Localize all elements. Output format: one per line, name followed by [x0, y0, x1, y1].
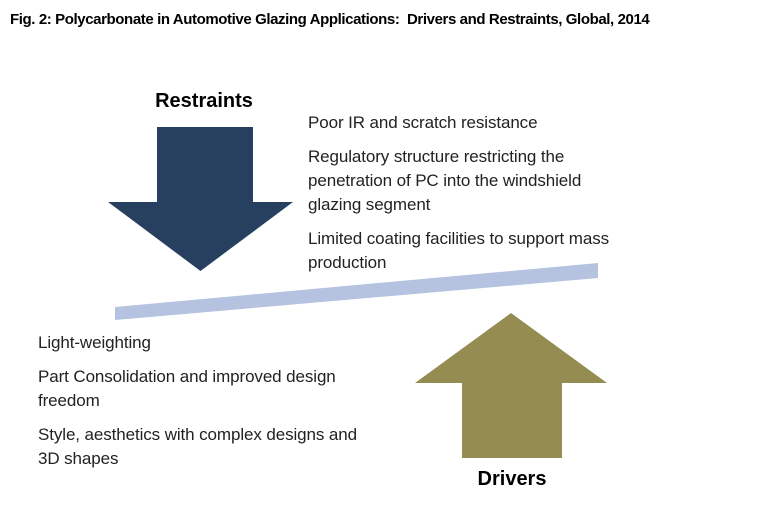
restraint-item-line: penetration of PC into the windshield	[308, 171, 582, 190]
driver-item: Light-weighting	[38, 331, 418, 355]
drivers-items: Light-weighting Part Consolidation and i…	[38, 331, 418, 471]
divider-band	[115, 263, 598, 320]
restraints-down-arrow-shape	[108, 127, 293, 271]
divider-band-shape	[115, 263, 598, 320]
driver-item: Part Consolidation and improved design f…	[38, 365, 418, 413]
restraint-item-line: Regulatory structure restricting the	[308, 147, 565, 166]
driver-item-line: Style, aesthetics with complex designs a…	[38, 425, 357, 444]
driver-item-line: freedom	[38, 391, 100, 410]
restraint-item: Limited coating facilities to support ma…	[308, 227, 688, 275]
restraint-item-line: glazing segment	[308, 195, 431, 214]
restraint-item: Regulatory structure restricting the pen…	[308, 145, 688, 217]
drivers-up-arrow-shape	[415, 313, 607, 458]
restraints-items: Poor IR and scratch resistance Regulator…	[308, 111, 688, 275]
restraint-item: Poor IR and scratch resistance	[308, 111, 688, 135]
driver-item-line: Part Consolidation and improved design	[38, 367, 336, 386]
figure-title: Fig. 2: Polycarbonate in Automotive Glaz…	[10, 11, 650, 28]
restraint-item-line: production	[308, 253, 387, 272]
driver-item: Style, aesthetics with complex designs a…	[38, 423, 418, 471]
drivers-up-arrow-icon	[415, 313, 607, 458]
driver-item-line: 3D shapes	[38, 449, 119, 468]
restraint-item-line: Limited coating facilities to support ma…	[308, 229, 609, 248]
restraints-down-arrow-icon	[108, 127, 293, 271]
drivers-label: Drivers	[477, 468, 547, 490]
restraints-label: Restraints	[155, 90, 253, 112]
driver-item-line: Light-weighting	[38, 333, 151, 352]
restraint-item-line: Poor IR and scratch resistance	[308, 113, 538, 132]
